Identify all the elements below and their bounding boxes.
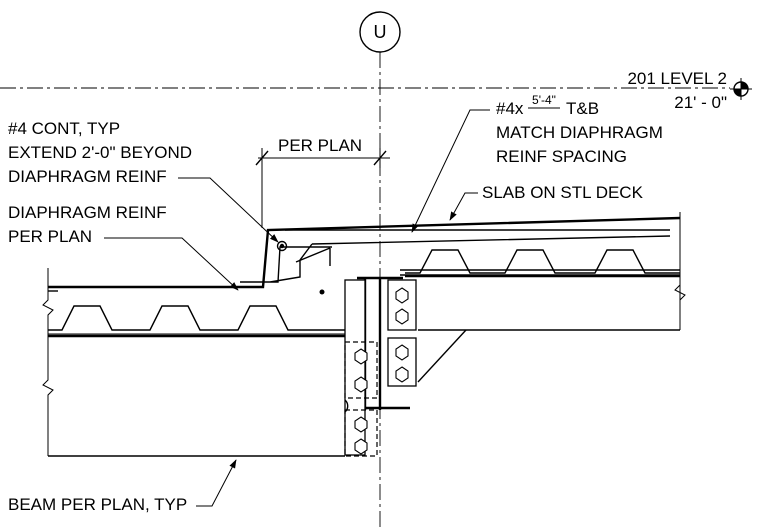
note-beam: BEAM PER PLAN, TYP: [8, 459, 237, 514]
per-plan-label: PER PLAN: [278, 136, 362, 155]
slab-top-edge: [48, 216, 681, 289]
note-slab: SLAB ON STL DECK: [449, 183, 644, 221]
rebar: [240, 229, 671, 295]
note-match-line-2: REINF SPACING: [496, 147, 627, 166]
bolt-icon: [354, 438, 368, 455]
hairpin-bar: [240, 235, 671, 283]
steel-deck-right: [405, 249, 680, 274]
bolt-icon: [395, 344, 409, 361]
per-plan-dimension: PER PLAN: [255, 136, 390, 228]
leader-cont-bar: [178, 177, 279, 243]
note-diaphragm-line-1: DIAPHRAGM REINF: [8, 203, 167, 222]
beam-left: [42, 334, 345, 457]
cont-bar-icon: [276, 240, 288, 252]
note-diaphragm: DIAPHRAGM REINF PER PLAN: [8, 203, 239, 291]
leader-beam: [196, 459, 237, 507]
note-match-line-1: MATCH DIAPHRAGM: [496, 123, 663, 142]
note-cont-line-2: EXTEND 2'-0" BEYOND: [8, 143, 192, 162]
note-hairpin: #4x 5'-4" T&B MATCH DIAPHRAGM REINF SPAC…: [411, 93, 663, 233]
note-beam-text: BEAM PER PLAN, TYP: [8, 495, 187, 514]
shear-plate-right: [387, 279, 417, 387]
shear-plate-left: [344, 279, 378, 457]
bolt-icon: [395, 287, 409, 304]
grid-line-u: U: [359, 11, 401, 529]
hairpin-prefix: #4x: [496, 99, 524, 118]
leader-slab: [449, 192, 478, 221]
bolt-icon: [354, 376, 368, 393]
level-name: 201 LEVEL 2: [627, 69, 727, 88]
grid-label: U: [374, 22, 387, 42]
level-elevation: 21' - 0": [674, 93, 727, 112]
bolt-icon: [395, 366, 409, 383]
note-diaphragm-line-2: PER PLAN: [8, 227, 92, 246]
leader-diaphragm: [104, 237, 239, 291]
note-cont-line-3: DIAPHRAGM REINF: [8, 167, 167, 186]
note-slab-text: SLAB ON STL DECK: [482, 183, 644, 202]
steel-deck-left: [48, 305, 345, 335]
weld-symbol: [344, 399, 349, 413]
cont-bar-bottom: [319, 289, 325, 295]
bolt-icon: [395, 308, 409, 325]
hairpin-suffix: T&B: [566, 99, 599, 118]
note-cont-bar: #4 CONT, TYP EXTEND 2'-0" BEYOND DIAPHRA…: [8, 119, 279, 243]
leader-hairpin: [411, 109, 490, 233]
bolt-icon: [354, 416, 368, 433]
cont-bar-fill: [279, 243, 285, 249]
level-marker: 201 LEVEL 2 21' - 0": [0, 69, 752, 112]
hairpin-length: 5'-4": [532, 93, 556, 107]
bolt-icon: [354, 348, 368, 365]
note-cont-line-1: #4 CONT, TYP: [8, 119, 120, 138]
brace-diagonal: [417, 329, 467, 383]
break-line-left: [42, 268, 54, 336]
beam-right: [405, 274, 681, 331]
